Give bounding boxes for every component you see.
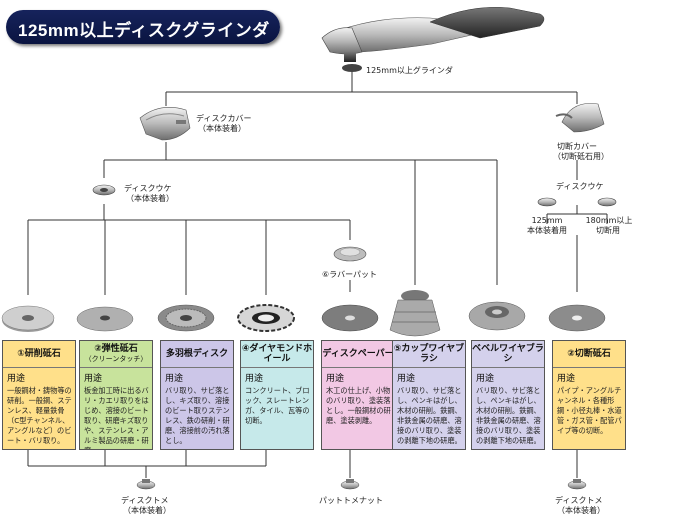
tool-description: 木工の仕上げ、小物のバリ取り、塗装落とし。一般鋼材の研磨、塗装剥離。	[326, 386, 391, 425]
tool-box-7: ベベルワイヤブラシ用途バリ取り、サビ落とし、ペンキはがし、木材の研削。鉄鋼、非鉄…	[471, 340, 545, 450]
tool-title-text: ⑤カップワイヤブラシ	[393, 344, 465, 364]
yoto-label: 用途	[245, 374, 264, 384]
sanding-disc-icon	[321, 304, 379, 332]
yoto-label: 用途	[326, 374, 345, 384]
tool-description: バリ取り、サビ落とし、キズ取り、溶接のビート取りステンレス、鉄の研削・研磨、溶接…	[165, 386, 230, 445]
tool-box-title: ①研削砥石	[3, 341, 75, 368]
elastic-wheel-icon	[76, 306, 134, 332]
yoto-label: 用途	[476, 374, 495, 384]
grinding-wheel-icon	[1, 305, 55, 332]
tool-title-text: ①研削砥石	[17, 349, 61, 359]
pad-tome-nut-label: パットトメナット	[319, 496, 383, 505]
tool-box-title: ディスクペーパー	[322, 341, 394, 368]
disc-tome-left-sub-label: （本体装着）	[123, 506, 171, 515]
tool-description: パイプ・アングルチャンネル・各種形鋼・小径丸棒・水道管・ガス管・配管パイプ等の切…	[557, 386, 622, 435]
tool-title-text: 多羽根ディスク	[165, 349, 229, 359]
disc-ukete-right-label: ディスクウケ	[556, 182, 604, 191]
tool-description: バリ取り、サビ落とし、ペンキはがし、木材の研削。鉄鋼、非鉄金属の研磨、溶接のバリ…	[476, 386, 541, 445]
tool-description: 一般鋼材・鋳物等の研削。一般鋼、ステンレス、軽量鉄骨（C型チャンネル、アングルな…	[7, 386, 72, 445]
tool-box-1: ①研削砥石用途一般鋼材・鋳物等の研削。一般鋼、ステンレス、軽量鉄骨（C型チャンネ…	[2, 340, 76, 450]
tool-box-title: ②切断砥石	[553, 341, 625, 368]
flap-disc-icon	[157, 304, 215, 332]
tool-title-text: ④ダイヤモンドホイール	[241, 344, 313, 364]
tool-description: 板金加工時に出るバリ・カエリ取りをはじめ、溶接のビート取り、研磨キズ取りや、ステ…	[84, 386, 149, 449]
tool-box-5: ディスクペーパー用途木工の仕上げ、小物のバリ取り、塗装落とし。一般鋼材の研磨、塗…	[321, 340, 395, 450]
yoto-label: 用途	[397, 374, 416, 384]
page-title: 125mm以上ディスクグラインダ	[18, 21, 270, 40]
title-banner	[6, 10, 280, 44]
cut-cover-sub-label: （切断砥石用）	[553, 152, 609, 161]
tool-box-4: ④ダイヤモンドホイール用途コンクリート、ブロック、スレートレンガ、タイル、瓦等の…	[240, 340, 314, 450]
tool-title-text: ②切断砥石	[567, 349, 611, 359]
tool-box-8: ②切断砥石用途パイプ・アングルチャンネル・各種形鋼・小径丸棒・水道管・ガス管・配…	[552, 340, 626, 450]
tool-box-title: ④ダイヤモンドホイール	[241, 341, 313, 368]
tool-subtitle: （クリーンタッチ）	[84, 355, 148, 363]
disc-tome-left-label: ディスクトメ	[121, 496, 169, 505]
bevel-wire-brush-icon	[468, 301, 526, 331]
cup-wire-brush-icon	[389, 290, 441, 337]
tool-box-title: ⑤カップワイヤブラシ	[393, 341, 465, 368]
ukete-125-label-line1: 125mm	[531, 216, 563, 225]
disc-cover-sub-label: （本体装着）	[198, 124, 246, 133]
disc-cover-label: ディスクカバー	[196, 114, 252, 123]
ukete-180-label-line2: 切断用	[596, 226, 620, 235]
rubber-pad-label: ⑥ラバーパット	[322, 270, 378, 279]
tool-title-text: ディスクペーパー	[322, 349, 394, 359]
cut-cover-label: 切断カバー	[557, 142, 597, 151]
tool-description: バリ取り、サビ落とし、ペンキはがし、木材の研削。鉄鋼、非鉄金属の研磨、溶接のバリ…	[397, 386, 462, 445]
ukete-180-label-line1: 180mm以上	[585, 216, 633, 225]
lock-nut-icon	[136, 479, 587, 490]
tool-box-title: 多羽根ディスク	[161, 341, 233, 368]
tool-title-text: ②弾性砥石	[94, 344, 138, 354]
ukete-125-label-line2: 本体装着用	[527, 226, 567, 235]
yoto-label: 用途	[84, 374, 103, 384]
tool-box-title: ベベルワイヤブラシ	[472, 341, 544, 368]
disc-ukete-left-label: ディスクウケ	[124, 184, 172, 193]
disc-tome-right-label: ディスクトメ	[555, 496, 603, 505]
tool-title-text: ベベルワイヤブラシ	[472, 344, 544, 364]
tool-box-3: 多羽根ディスク用途バリ取り、サビ落とし、キズ取り、溶接のビート取りステンレス、鉄…	[160, 340, 234, 450]
tool-box-6: ⑤カップワイヤブラシ用途バリ取り、サビ落とし、ペンキはがし、木材の研削。鉄鋼、非…	[392, 340, 466, 450]
disc-tome-right-sub-label: （本体装着）	[557, 506, 605, 515]
tool-box-2: ②弾性砥石（クリーンタッチ） 用途板金加工時に出るバリ・カエリ取りをはじめ、溶接の…	[79, 340, 153, 450]
tool-description: コンクリート、ブロック、スレートレンガ、タイル、瓦等の切断。	[245, 386, 310, 425]
cut-off-wheel-icon	[548, 304, 606, 332]
yoto-label: 用途	[557, 374, 576, 384]
tool-box-title: ②弾性砥石（クリーンタッチ）	[80, 341, 152, 368]
yoto-label: 用途	[165, 374, 184, 384]
yoto-label: 用途	[7, 374, 26, 384]
disc-ukete-left-sub-label: （本体装着）	[126, 194, 174, 203]
diamond-wheel-icon	[237, 304, 295, 332]
grinder-label: 125mm以上グラインダ	[366, 66, 453, 75]
